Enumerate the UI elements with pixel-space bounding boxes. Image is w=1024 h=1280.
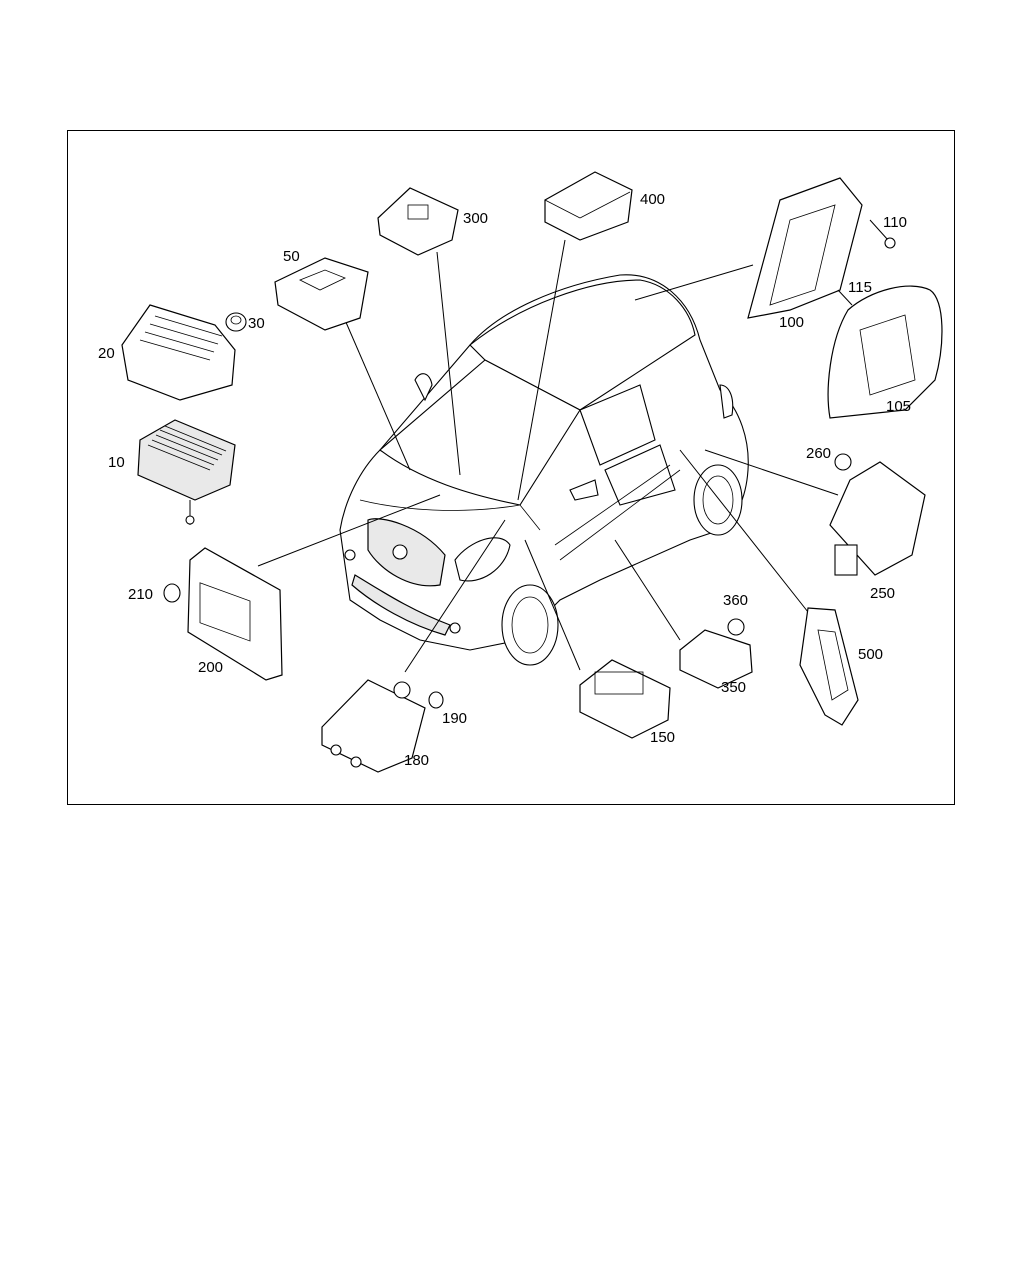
part-210-nut (163, 583, 181, 603)
part-180-module (321, 679, 426, 773)
label-110: 110 (883, 214, 907, 231)
part-10-control-unit (137, 419, 236, 525)
part-30-nut (225, 312, 247, 332)
part-115-pin (837, 289, 853, 306)
part-350-module (679, 629, 753, 689)
part-100-bracket (747, 177, 863, 319)
label-115: 115 (848, 279, 872, 296)
part-250-module (829, 461, 926, 576)
label-250: 250 (870, 585, 895, 602)
part-50-module (274, 257, 369, 331)
leader-lines (257, 239, 839, 673)
label-10: 10 (108, 454, 125, 471)
label-260: 260 (806, 445, 831, 462)
part-260-nut (834, 453, 852, 471)
part-labels: 10 20 30 50 100 105 110 115 150 180 190 … (98, 191, 911, 769)
label-350: 350 (721, 679, 746, 696)
label-180: 180 (404, 752, 429, 769)
part-300-module (377, 187, 459, 256)
part-400-module (544, 171, 633, 241)
part-200-control-unit (187, 547, 283, 681)
diagram-frame (67, 130, 955, 805)
label-200: 200 (198, 659, 223, 676)
car-illustration (339, 274, 749, 666)
label-150: 150 (650, 729, 675, 746)
part-20-control-unit (121, 304, 236, 401)
label-105: 105 (886, 398, 911, 415)
part-500-module (799, 607, 859, 726)
label-30: 30 (248, 315, 265, 332)
label-50: 50 (283, 248, 300, 265)
label-300: 300 (463, 210, 488, 227)
part-360-nut (727, 618, 745, 636)
label-400: 400 (640, 191, 665, 208)
part-105-cover (827, 285, 943, 419)
label-100: 100 (779, 314, 804, 331)
label-190: 190 (442, 710, 467, 727)
label-500: 500 (858, 646, 883, 663)
label-360: 360 (723, 592, 748, 609)
label-20: 20 (98, 345, 115, 362)
part-190-screw (428, 691, 444, 709)
part-110-bolt (869, 219, 896, 249)
label-210: 210 (128, 586, 153, 603)
part-150-module (579, 659, 671, 739)
